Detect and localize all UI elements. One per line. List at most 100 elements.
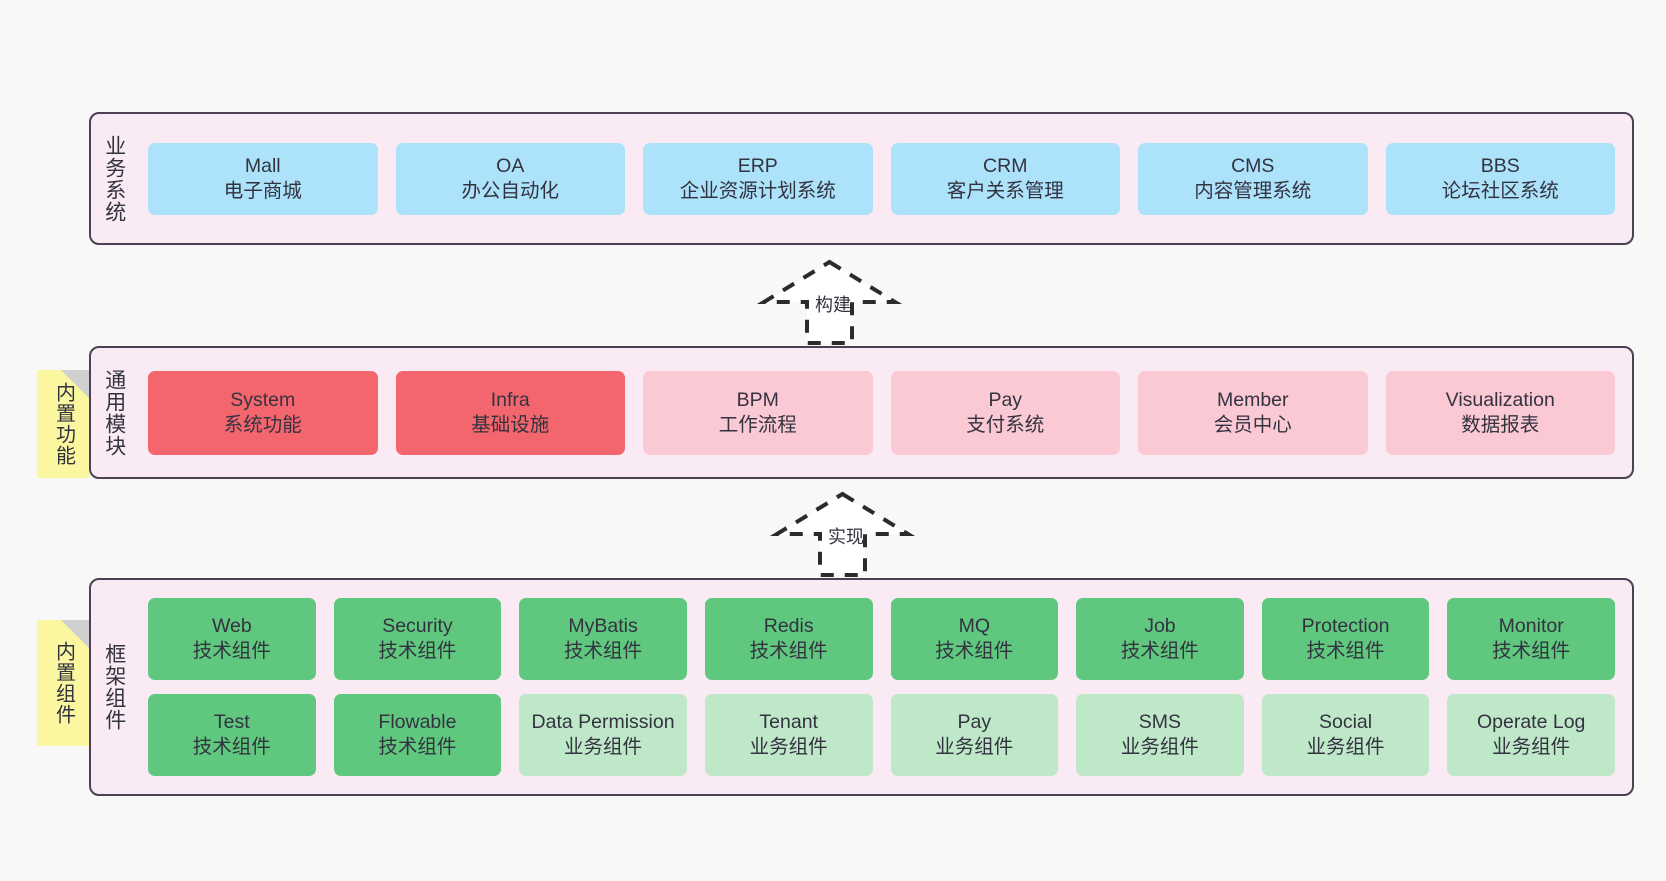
node-name: Social — [1319, 711, 1373, 734]
node-description: 业务组件 — [749, 736, 828, 758]
arrow-outline-path — [769, 491, 916, 577]
arrow-label-implement: 实现 — [828, 527, 864, 547]
node-description: 内容管理系统 — [1194, 179, 1312, 202]
node-name: Flowable — [378, 711, 457, 734]
node-name: Redis — [763, 615, 814, 638]
node-name: BPM — [736, 388, 779, 411]
node-name: BBS — [1480, 154, 1520, 177]
node-description: 支付系统 — [966, 413, 1045, 436]
node-name: Member — [1216, 388, 1289, 411]
node-description: 技术组件 — [564, 640, 643, 662]
node-description: 技术组件 — [935, 640, 1014, 662]
note-fold-corner-icon — [61, 620, 89, 648]
node-name: Monitor — [1498, 615, 1564, 638]
generalization-arrow-implement: 实现 — [769, 490, 916, 577]
arrow-label-build: 构建 — [815, 295, 851, 315]
node-description: 技术组件 — [378, 640, 457, 662]
node-description: 技术组件 — [1492, 640, 1571, 662]
note-features-label: 内置功能 — [52, 382, 75, 466]
node-name: Visualization — [1445, 388, 1555, 411]
arrow-outline-path — [756, 259, 903, 345]
node-name: MyBatis — [568, 615, 638, 638]
node-name: Security — [382, 615, 453, 638]
node-description: 技术组件 — [1306, 640, 1385, 662]
node-description: 客户关系管理 — [946, 179, 1064, 202]
node-name: Web — [211, 615, 252, 638]
node-name: OA — [496, 154, 525, 177]
node-description: 会员中心 — [1213, 413, 1292, 436]
node-name: Infra — [490, 388, 530, 411]
node-description: 工作流程 — [718, 413, 797, 436]
node-name: SMS — [1138, 711, 1182, 734]
node-name: System — [230, 388, 296, 411]
node-description: 业务组件 — [564, 736, 643, 758]
node-description: 系统功能 — [223, 413, 302, 436]
sticky-note-builtin-features[interactable]: 内置功能 — [37, 370, 89, 478]
node-name: Mall — [244, 154, 281, 177]
node-name: Operate Log — [1476, 711, 1586, 734]
node-description: 数据报表 — [1461, 413, 1540, 436]
node-description: 业务组件 — [1120, 736, 1199, 758]
node-description: 技术组件 — [749, 640, 828, 662]
node-name: Pay — [988, 388, 1023, 411]
node-description: 基础设施 — [471, 413, 550, 436]
node-description: 企业资源计划系统 — [679, 179, 836, 202]
note-fold-corner-icon — [61, 370, 89, 398]
node-name: Pay — [957, 711, 992, 734]
layer-business-title: 业务系统 — [102, 134, 126, 223]
node-name: Tenant — [759, 711, 818, 734]
node-name: CMS — [1231, 154, 1275, 177]
node-name: ERP — [737, 154, 778, 177]
node-name: CRM — [983, 154, 1028, 177]
node-description: 技术组件 — [192, 640, 271, 662]
node-description: 电子商城 — [223, 179, 302, 202]
node-name: Protection — [1301, 615, 1390, 638]
layer-modules-title: 通用模块 — [102, 368, 126, 457]
sticky-note-builtin-components[interactable]: 内置组件 — [37, 620, 89, 746]
node-name: MQ — [958, 615, 991, 638]
node-description: 技术组件 — [378, 736, 457, 758]
node-description: 业务组件 — [935, 736, 1014, 758]
node-description: 业务组件 — [1306, 736, 1385, 758]
node-description: 技术组件 — [1120, 640, 1199, 662]
node-description: 论坛社区系统 — [1441, 179, 1559, 202]
